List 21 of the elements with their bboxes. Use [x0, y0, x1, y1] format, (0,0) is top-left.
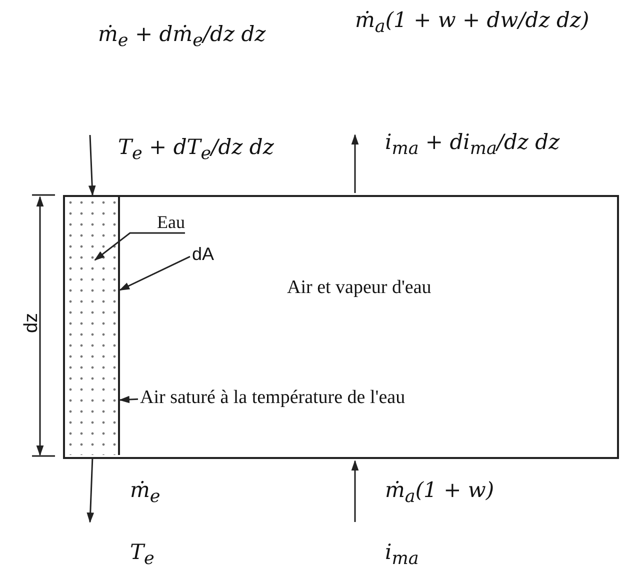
region-label: Air et vapeur d'eau	[287, 277, 432, 299]
flow-expression: T$_{e}$	[130, 540, 154, 570]
flow-arrow	[351, 460, 359, 522]
flow-arrow	[119, 256, 190, 291]
flow-expression: i$_{ma}$	[385, 540, 419, 570]
flow-arrow	[94, 232, 185, 261]
flow-expression: ṁ$_{e}$ + dṁ$_{e}$/dz dz	[98, 22, 266, 52]
flow-expression: ṁ$_{e}$	[130, 478, 160, 508]
flow-expression: ṁ$_{a}$(1 + w + dw/dz dz)	[355, 8, 590, 38]
flow-arrow	[86, 456, 94, 524]
flow-expression: ṁ$_{a}$(1 + w)	[385, 478, 494, 508]
flow-arrow	[351, 134, 359, 193]
callout-label: Eau	[157, 212, 185, 233]
flow-expression: T$_{e}$ + dT$_{e}$/dz dz	[118, 135, 274, 164]
control-volume-box	[63, 195, 619, 459]
dimension-label: dz	[21, 312, 44, 334]
flow-expression: i$_{ma}$ + di$_{ma}$/dz dz	[385, 130, 560, 160]
callout-label: dA	[192, 244, 214, 265]
callout-label: Air saturé à la température de l'eau	[140, 387, 406, 409]
flow-arrow	[118, 396, 138, 404]
flow-arrow	[88, 134, 96, 196]
